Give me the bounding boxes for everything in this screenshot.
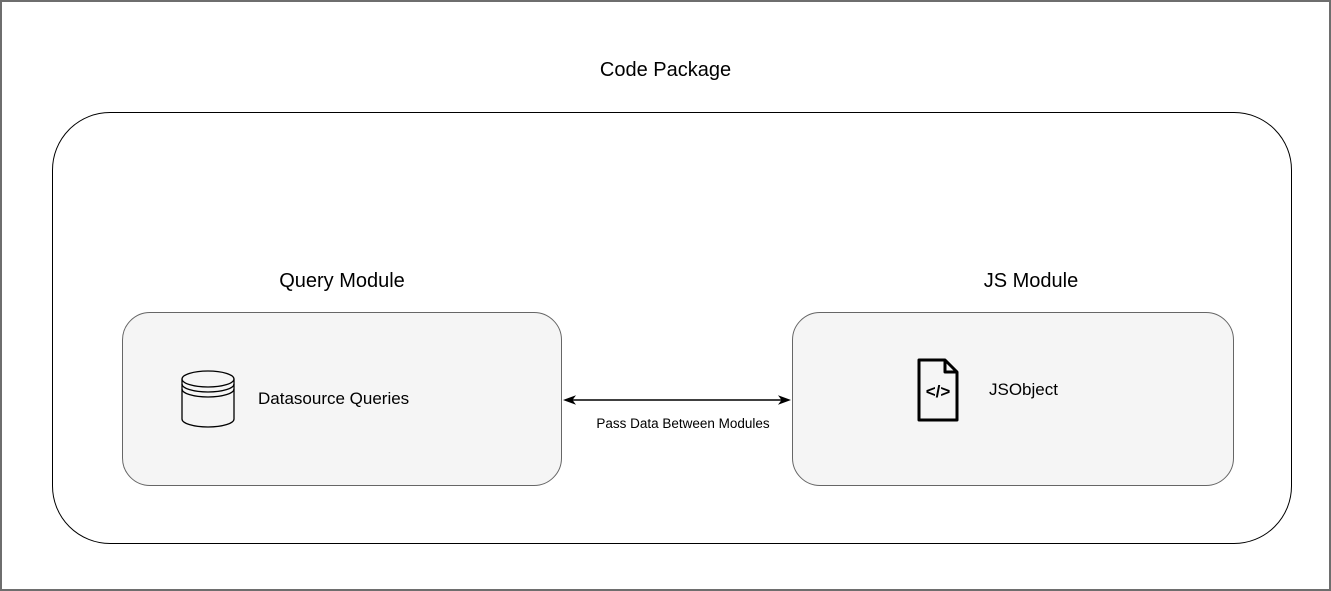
database-icon [181, 370, 235, 428]
js-module-title: JS Module [983, 270, 1079, 292]
query-module-title: Query Module [279, 270, 405, 292]
svg-text:</>: </> [926, 382, 951, 401]
connector-label: Pass Data Between Modules [596, 416, 770, 431]
bidirectional-arrow [563, 395, 791, 405]
query-module-content: Datasource Queries [123, 313, 561, 485]
datasource-queries-label: Datasource Queries [258, 389, 410, 408]
query-module-box: Datasource Queries [122, 312, 562, 486]
js-module-box: </> JSObject [792, 312, 1234, 486]
js-module-content: </> JSObject [793, 304, 1233, 476]
jsobject-label: JSObject [989, 380, 1058, 399]
diagram-title: Code Package [599, 59, 732, 81]
code-file-icon: </> [915, 358, 961, 422]
